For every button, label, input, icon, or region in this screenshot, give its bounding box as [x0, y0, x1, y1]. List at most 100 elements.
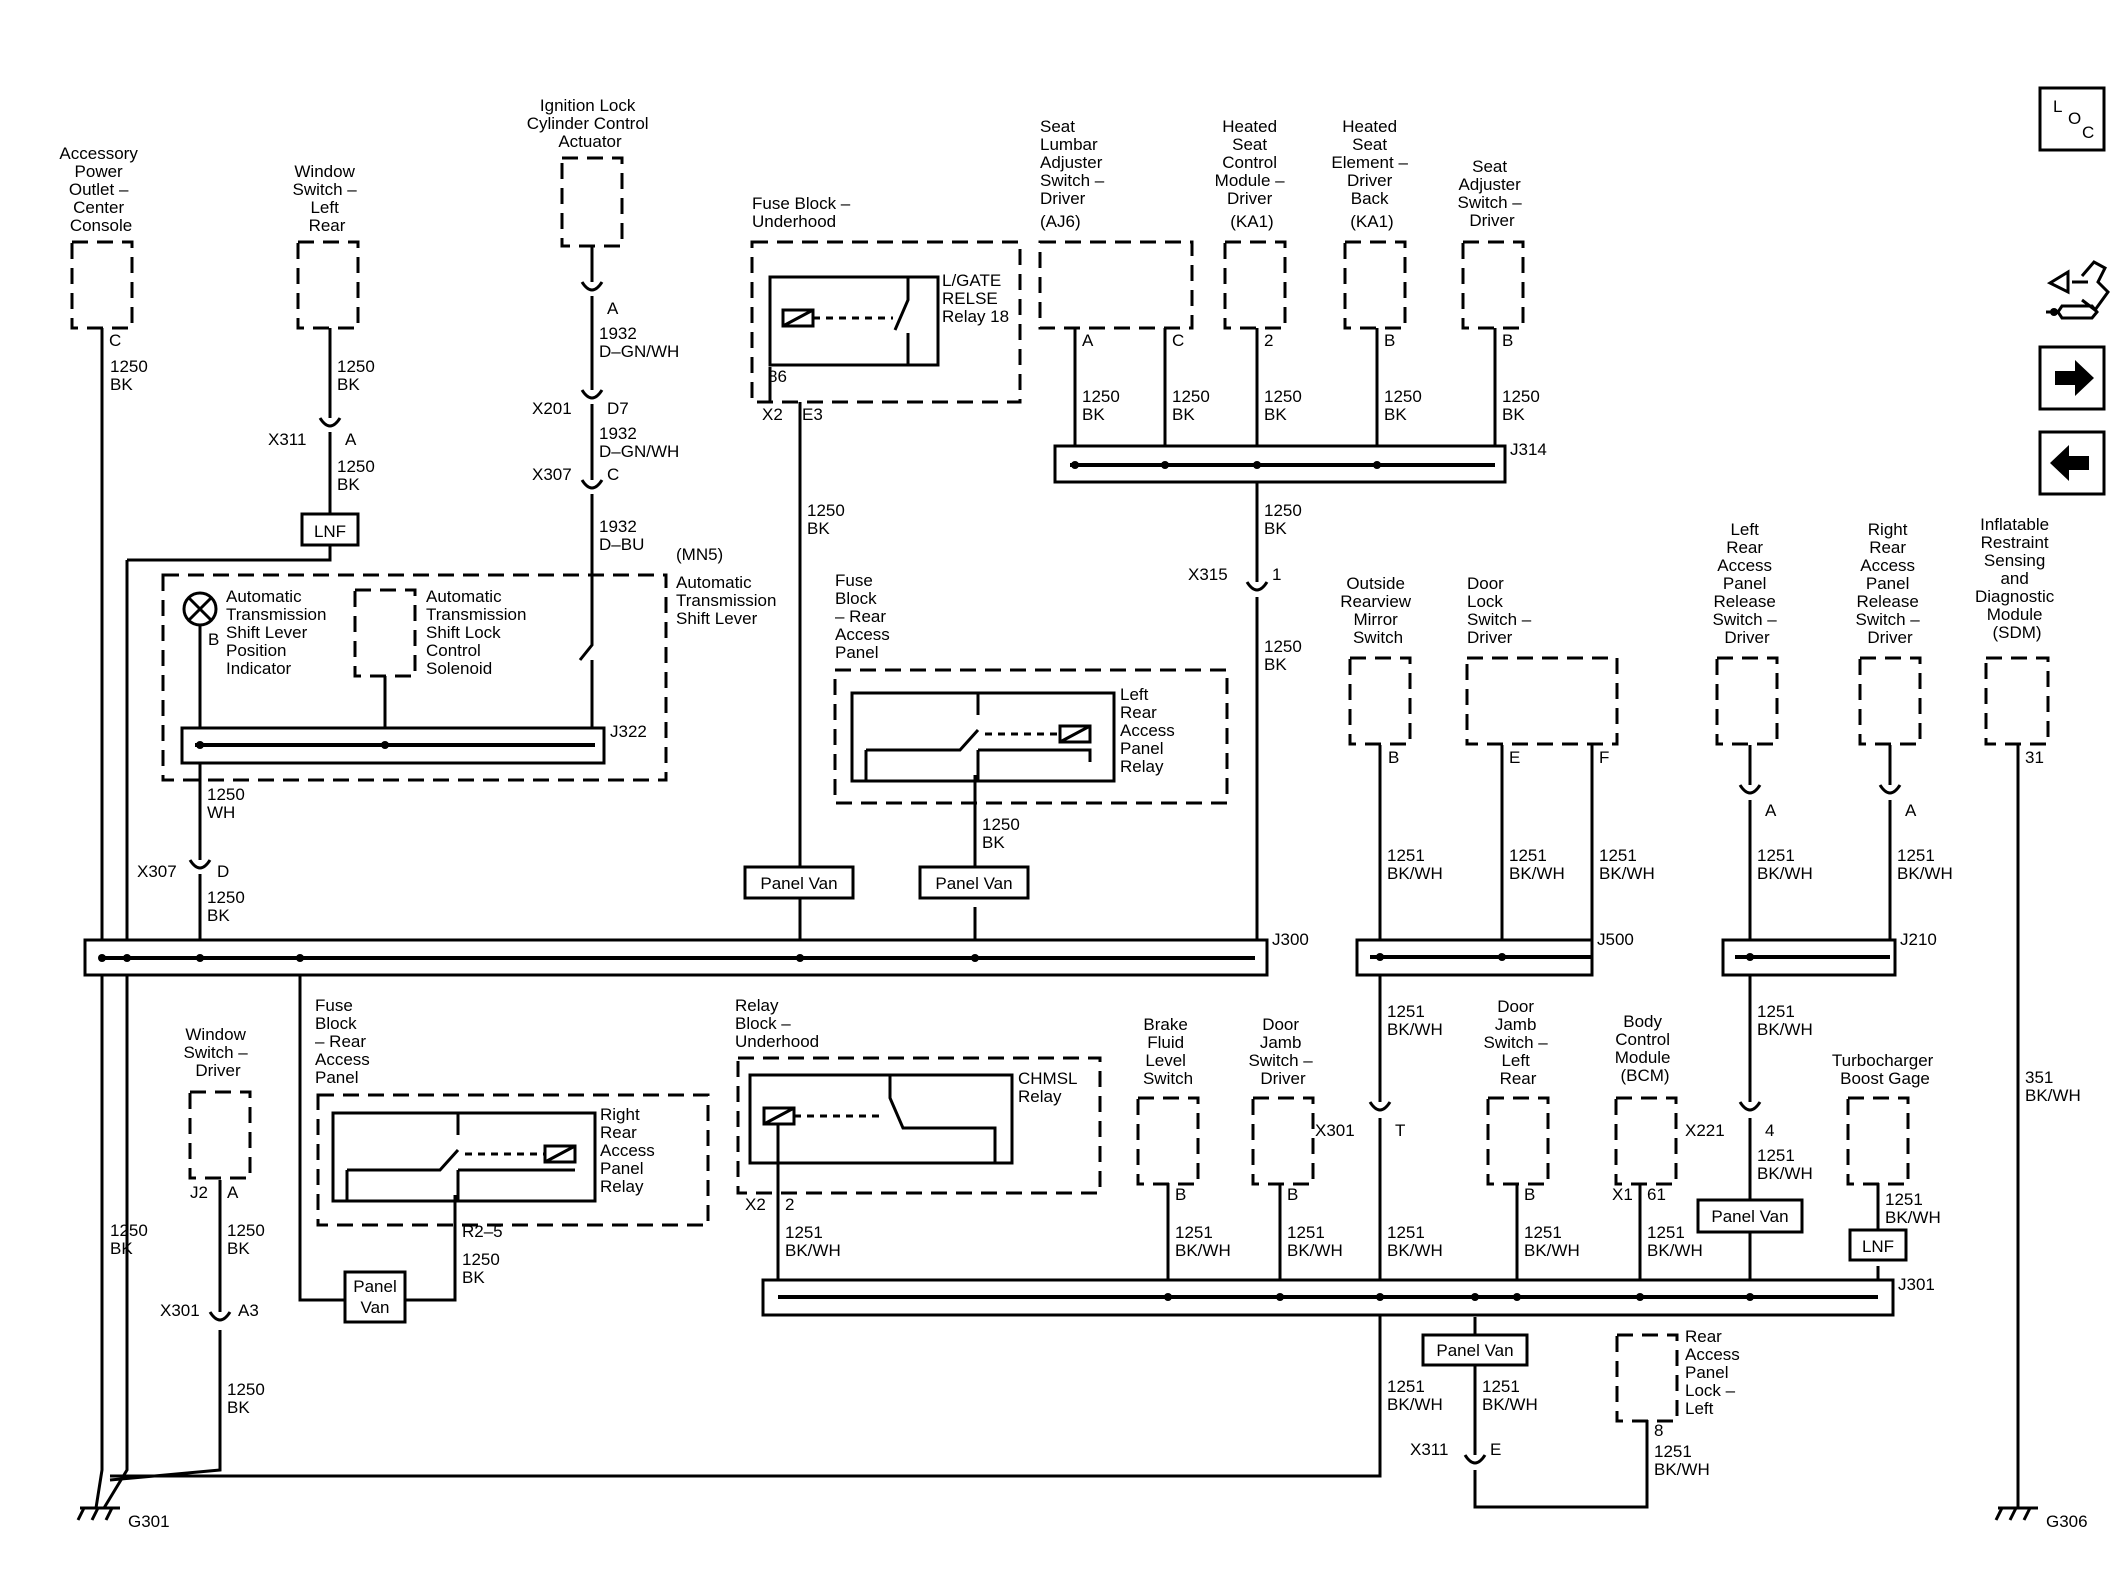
panel-van-label-1: Panel Van: [760, 874, 837, 893]
indicator-lamp-icon: [182, 591, 218, 627]
arrow-left-icon: [2050, 445, 2089, 481]
turbo-gage-box: [1846, 1096, 1910, 1186]
junction-label: J500: [1597, 930, 1634, 949]
panel-label: Panel: [353, 1277, 396, 1296]
splice-dots: [98, 461, 1754, 1301]
accessory-power-outlet-label: Accessory Power Outlet – Center Console: [59, 144, 142, 235]
pin-label: D7: [607, 399, 629, 418]
pin-label: B: [1384, 331, 1395, 350]
seat-lumbar-switch-label: Seat Lumbar Adjuster Switch – Driver (AJ…: [1040, 117, 1109, 231]
ground-labels: G301 G306: [128, 1512, 2088, 1531]
fuse-block-underhood-label: Fuse Block – Underhood: [752, 194, 855, 231]
pin-label: A: [345, 430, 357, 449]
pin-label: B: [1502, 331, 1513, 350]
lnf-option-box-bottom: [1848, 1228, 1908, 1262]
pin-label: B: [1175, 1185, 1186, 1204]
loc-letter: O: [2068, 109, 2081, 128]
pin-label: A3: [238, 1301, 259, 1320]
brake-fluid-switch-box: [1136, 1096, 1200, 1186]
pin-label: 31: [2025, 748, 2044, 767]
back-arrow-button[interactable]: [2038, 430, 2106, 496]
pin-label: F: [1599, 748, 1609, 767]
lnf-label-bottom: LNF: [1862, 1237, 1894, 1256]
fuse-block-rear-top-label: Fuse Block – Rear Access Panel: [835, 571, 895, 662]
shift-lock-solenoid-label: Automatic Transmission Shift Lock Contro…: [426, 587, 531, 678]
connector-label: X315: [1188, 565, 1228, 584]
van-label: Van: [361, 1298, 390, 1317]
window-switch-driver-box: [188, 1090, 252, 1180]
sdm-box: [1984, 656, 2050, 746]
pin-labels: C A A D7 C 86 X2 E3 A C 2 B B B D 1 B E …: [109, 299, 2044, 1459]
junction-label: J314: [1510, 440, 1547, 459]
junction-label: J300: [1272, 930, 1309, 949]
pin-label: 1: [1272, 565, 1281, 584]
right-rear-relay-label: Right Rear Access Panel Relay: [600, 1105, 660, 1196]
window-switch-driver-label: Window Switch – Driver: [184, 1025, 253, 1080]
turbo-gage-label: Turbocharger Boost Gage: [1832, 1051, 1938, 1088]
connector-label: X301: [1315, 1121, 1355, 1140]
relay-block-underhood-box: [736, 1056, 1102, 1195]
panel-van-box-4: [1421, 1333, 1529, 1367]
door-lock-switch-label: Door Lock Switch – Driver: [1467, 574, 1536, 647]
pin-label: C: [607, 465, 619, 484]
sdm-label: Inflatable Restraint Sensing and Diagnos…: [1975, 515, 2059, 642]
seat-adjuster-box: [1461, 240, 1525, 330]
pin-label: E: [1490, 1440, 1501, 1459]
connector-label: X201: [532, 399, 572, 418]
left-release-switch-box: [1715, 656, 1779, 746]
bcm-label: Body Control Module (BCM): [1615, 1012, 1676, 1085]
connector-label: X301: [160, 1301, 200, 1320]
junction-blocks: [83, 444, 1897, 1317]
ignition-lock-label: Ignition Lock Cylinder Control Actuator: [527, 96, 654, 151]
forward-arrow-button[interactable]: [2038, 345, 2106, 411]
relays: [331, 275, 1116, 1203]
shift-lever-group-box: [161, 573, 668, 782]
door-jamb-driver-box: [1251, 1096, 1315, 1186]
pin-label: 8: [1654, 1421, 1663, 1440]
loc-button[interactable]: L O C: [2038, 86, 2106, 152]
pin-label: E: [1509, 748, 1520, 767]
shift-lever-group-label: (MN5) Automatic Transmission Shift Lever: [676, 545, 781, 628]
pin-label: R2–5: [462, 1222, 503, 1241]
pin-label: B: [1524, 1185, 1535, 1204]
lnf-option-box-top: [300, 512, 360, 547]
right-release-switch-label: Right Rear Access Panel Release Switch –…: [1856, 520, 1925, 647]
pin-label: 2: [1264, 331, 1273, 350]
door-jamb-driver-label: Door Jamb Switch – Driver: [1249, 1015, 1318, 1088]
left-rear-relay-label: Left Rear Access Panel Relay: [1120, 685, 1180, 776]
pin-label: C: [1172, 331, 1184, 350]
right-release-switch-box: [1858, 656, 1922, 746]
left-rear-relay-coil-icon: [1058, 724, 1092, 744]
seat-adjuster-switch-label: Seat Adjuster Switch – Driver: [1458, 157, 1527, 230]
fuse-block-rear-bottom-label: Fuse Block – Rear Access Panel: [315, 996, 375, 1087]
fuse-block-rear-bottom-box: [316, 1093, 710, 1227]
connector-labels: X311 X201 X307 X315 X307 X301 X301 X221 …: [137, 399, 1725, 1459]
panel-van-label-5: Panel Van: [1711, 1207, 1788, 1226]
connector-tool-icon[interactable]: [2046, 260, 2110, 320]
bcm-box: [1614, 1096, 1678, 1186]
pin-label: 61: [1647, 1185, 1666, 1204]
connector-label: X307: [532, 465, 572, 484]
junction-label: J210: [1900, 930, 1937, 949]
connector-label: X307: [137, 862, 177, 881]
panel-van-label-2: Panel Van: [935, 874, 1012, 893]
